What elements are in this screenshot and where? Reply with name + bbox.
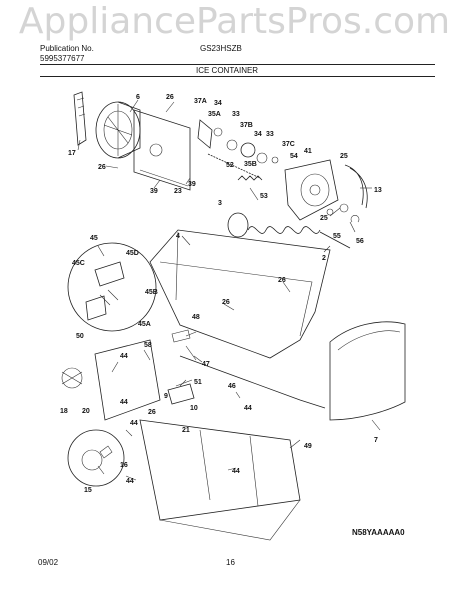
callout-55: 55 — [333, 233, 341, 240]
part-23-mount-plate — [133, 109, 191, 191]
part-9-control-box — [61, 339, 161, 421]
callout-41: 41 — [304, 148, 312, 155]
detail-45-circle — [67, 242, 157, 332]
callout-53: 53 — [260, 193, 268, 200]
callout-20: 20 — [82, 408, 90, 415]
callout-58: 58 — [144, 342, 152, 349]
watermark: AppliancePartsPros.com — [18, 1, 451, 42]
callout-37C: 37C — [282, 141, 295, 148]
leader-lines — [77, 99, 381, 481]
part-46-actuator-rod — [179, 355, 326, 409]
callout-44: 44 — [232, 468, 240, 475]
part-25 — [326, 208, 334, 216]
header-rule-bottom — [40, 76, 435, 77]
callout-3: 3 — [218, 200, 222, 207]
callout-10: 10 — [190, 405, 198, 412]
part-4-ice-container — [149, 229, 331, 359]
callout-2: 2 — [322, 255, 326, 262]
callout-56: 56 — [356, 238, 364, 245]
part-48 — [171, 329, 191, 343]
part-2-auger — [227, 212, 351, 249]
part-55 — [339, 203, 349, 213]
footer-date: 09/02 — [38, 558, 59, 567]
callout-44: 44 — [244, 405, 252, 412]
callout-44: 44 — [120, 399, 128, 406]
part-17-bracket — [73, 91, 87, 146]
callout-50: 50 — [76, 333, 84, 340]
part-41-motor-housing — [284, 159, 339, 221]
callout-45C: 45C — [72, 260, 85, 267]
callout-54: 54 — [290, 153, 298, 160]
callout-26: 26 — [98, 164, 106, 171]
part-13-bail-arm — [344, 164, 368, 209]
callout-37A: 37A — [194, 98, 207, 105]
part-47 — [185, 345, 197, 361]
callout-18: 18 — [60, 408, 68, 415]
callout-17: 17 — [68, 150, 76, 157]
callout-23: 23 — [174, 188, 182, 195]
callout-35B: 35B — [244, 161, 257, 168]
callout-26: 26 — [148, 409, 156, 416]
model-number: GS23HSZB — [200, 44, 242, 53]
diagram-code: N58YAAAAA0 — [352, 528, 405, 537]
part-56 — [350, 215, 360, 223]
callout-44: 44 — [130, 420, 138, 427]
part-51 — [175, 379, 193, 387]
part-53-spring — [237, 175, 263, 181]
callout-4: 4 — [176, 233, 180, 240]
callout-7: 7 — [374, 437, 378, 444]
part-15-lamp — [67, 429, 125, 487]
section-title: ICE CONTAINER — [196, 66, 259, 75]
callout-45D: 45D — [126, 250, 139, 257]
callout-33: 33 — [266, 131, 274, 138]
callout-25: 25 — [340, 153, 348, 160]
part-10-switch — [167, 383, 195, 405]
callout-15: 15 — [84, 487, 92, 494]
callout-21: 21 — [182, 427, 190, 434]
header-rule-top — [40, 64, 435, 65]
callout-33: 33 — [232, 111, 240, 118]
callout-51: 51 — [194, 379, 202, 386]
callout-34: 34 — [214, 100, 222, 107]
callout-16: 16 — [120, 462, 128, 469]
callout-6: 6 — [136, 94, 140, 101]
footer-page-number: 16 — [226, 558, 235, 567]
callout-34: 34 — [254, 131, 262, 138]
callout-49: 49 — [304, 443, 312, 450]
publication-number: 5995377677 — [40, 54, 85, 63]
publication-label: Publication No. — [40, 44, 94, 53]
part-7-front-cover — [329, 321, 406, 421]
callout-26: 26 — [166, 94, 174, 101]
callout-39: 39 — [188, 181, 196, 188]
gear-train — [197, 119, 279, 179]
callout-37B: 37B — [240, 122, 253, 129]
callout-52: 52 — [226, 162, 234, 169]
callout-45: 45 — [90, 235, 98, 242]
callout-46: 46 — [228, 383, 236, 390]
callout-13: 13 — [374, 187, 382, 194]
callout-39: 39 — [150, 188, 158, 195]
callout-9: 9 — [164, 393, 168, 400]
part-49-bracket-assembly — [139, 419, 301, 541]
callout-47: 47 — [202, 361, 210, 368]
callout-44: 44 — [120, 353, 128, 360]
callout-35A: 35A — [208, 111, 221, 118]
callout-labels: 6 26 37A 34 35A 33 37B 34 33 37C 52 35B … — [60, 94, 382, 494]
callout-26: 26 — [278, 277, 286, 284]
callout-45A: 45A — [138, 321, 151, 328]
callout-44: 44 — [126, 478, 134, 485]
callout-48: 48 — [192, 314, 200, 321]
callout-45B: 45B — [145, 289, 158, 296]
callout-26: 26 — [222, 299, 230, 306]
part-6-fan-assembly — [95, 101, 141, 159]
callout-25: 25 — [320, 215, 328, 222]
